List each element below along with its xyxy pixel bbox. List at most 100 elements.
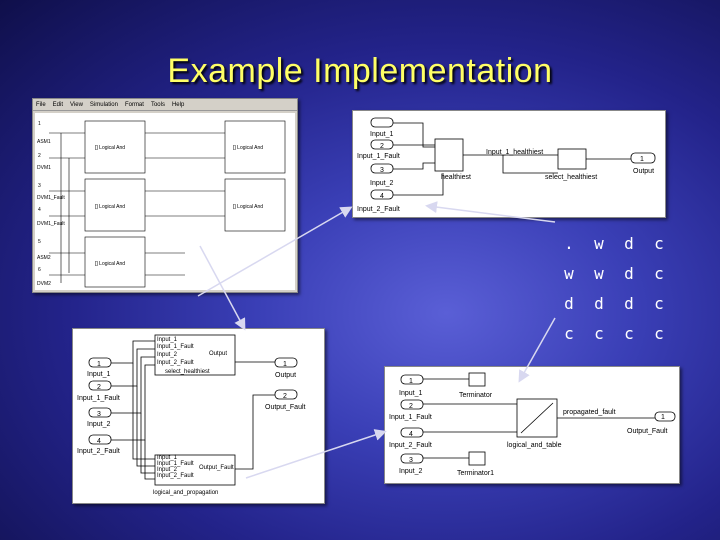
arrow-to-select-healthiest bbox=[197, 206, 353, 297]
table-cell: d bbox=[624, 293, 634, 313]
inport-label: Input_1_Fault bbox=[389, 414, 432, 421]
logical-and-block[interactable] bbox=[84, 178, 146, 232]
inport-block[interactable] bbox=[88, 407, 112, 418]
block-label: [] Logical And bbox=[233, 145, 263, 151]
port-label: DVM2 bbox=[37, 281, 51, 287]
subsystem-output-label: Output bbox=[209, 351, 227, 357]
port-label: DVM1_Fault bbox=[37, 221, 65, 227]
menu-file[interactable]: File bbox=[36, 101, 46, 108]
table-cell: . bbox=[564, 233, 574, 253]
outport-label: Output_Fault bbox=[265, 404, 306, 411]
table-cell: c bbox=[654, 323, 664, 343]
menu-bar: File Edit View Simulation Format Tools H… bbox=[33, 99, 297, 111]
slide-title: Example Implementation bbox=[167, 52, 553, 90]
inport-block[interactable] bbox=[88, 434, 112, 445]
terminator-block[interactable] bbox=[468, 451, 486, 466]
inport-number: 3 bbox=[409, 457, 413, 464]
menu-simulation[interactable]: Simulation bbox=[89, 101, 118, 108]
table-cell: c bbox=[624, 323, 634, 343]
inport-block[interactable] bbox=[370, 189, 394, 200]
port-label: ASM2 bbox=[37, 255, 51, 261]
menu-format[interactable]: Format bbox=[124, 101, 144, 108]
inport-number: 4 bbox=[380, 193, 384, 200]
outport-block[interactable] bbox=[274, 389, 298, 400]
inport-block[interactable] bbox=[370, 117, 394, 128]
outport-label: Output_Fault bbox=[627, 428, 668, 435]
outport-block[interactable] bbox=[654, 411, 676, 422]
menu-help[interactable]: Help bbox=[171, 101, 185, 108]
outport-block[interactable] bbox=[630, 152, 656, 164]
outport-label: Output bbox=[633, 168, 654, 175]
subsystem-svg: Input_1 Input_1_Fault Input_2 Input_2_Fa… bbox=[77, 334, 306, 496]
table-cell: c bbox=[654, 263, 664, 283]
block-label: [] Logical And bbox=[233, 204, 263, 210]
inport-number: 4 bbox=[97, 438, 101, 445]
inport-label: Input_2 bbox=[87, 421, 110, 428]
model-canvas[interactable]: 1 ASM1 2 DVM1 3 DVM1_Fault 4 DVM1_Fault … bbox=[35, 113, 295, 290]
inport-number: 4 bbox=[409, 431, 413, 438]
block-label: Terminator bbox=[459, 392, 493, 399]
outport-label: Output bbox=[275, 372, 296, 379]
block-label: logical_and_table bbox=[507, 442, 562, 449]
table-cell: d bbox=[624, 263, 634, 283]
inport-block[interactable] bbox=[88, 380, 112, 391]
port-label: ASM1 bbox=[37, 139, 51, 145]
outport-block[interactable] bbox=[274, 357, 298, 368]
inport-number: 2 bbox=[97, 384, 101, 391]
subsystem-port-label: Input_1_Fault bbox=[157, 344, 194, 350]
select-healthiest-subsystem[interactable] bbox=[154, 334, 236, 376]
inport-block[interactable] bbox=[370, 139, 394, 150]
inport-label: Input_2_Fault bbox=[77, 448, 120, 455]
menu-tools[interactable]: Tools bbox=[150, 101, 165, 108]
inport-block[interactable] bbox=[88, 357, 112, 368]
model-diagram: 1 ASM1 2 DVM1 3 DVM1_Fault 4 DVM1_Fault … bbox=[37, 120, 286, 288]
block-label: [] Logical And bbox=[95, 261, 125, 267]
arrow-to-subsystem bbox=[199, 245, 246, 331]
inport-label: Input_1 bbox=[370, 131, 393, 138]
outport-number: 2 bbox=[283, 393, 287, 400]
subsystem-port-label: Input_2_Fault bbox=[157, 360, 194, 366]
table-cell: d bbox=[564, 293, 574, 313]
inport-block[interactable] bbox=[400, 374, 424, 385]
logic-lookup-table: . w d c w w d c d d d c c c c c bbox=[554, 228, 674, 348]
logical-and-block[interactable] bbox=[84, 120, 146, 174]
subsystem-port-label: Input_1_Fault bbox=[157, 461, 194, 467]
inport-block[interactable] bbox=[400, 453, 424, 464]
inport-number: 3 bbox=[97, 411, 101, 418]
terminator-block[interactable] bbox=[468, 372, 486, 387]
logical-and-block[interactable] bbox=[224, 178, 286, 232]
inport-block[interactable] bbox=[400, 427, 424, 438]
inport-block[interactable] bbox=[370, 163, 394, 174]
logical-and-block[interactable] bbox=[84, 236, 146, 288]
propagation-svg: 1 Input_1 2 Input_1_Fault 4 Input_2_Faul… bbox=[389, 372, 676, 477]
table-cell: w bbox=[564, 263, 574, 283]
simulink-model-window: File Edit View Simulation Format Tools H… bbox=[32, 98, 298, 293]
inport-label: Input_2_Fault bbox=[357, 206, 400, 213]
select-healthiest-svg: Input_1 2 Input_1_Fault 3 Input_2 4 Inpu… bbox=[357, 117, 656, 213]
signal-label: Input_1_healthiest bbox=[486, 149, 543, 156]
inport-number: 2 bbox=[380, 143, 384, 150]
port-number: 1 bbox=[38, 121, 41, 127]
port-label: DVM1_Fault bbox=[37, 195, 65, 201]
subsystem-port-label: Input_2_Fault bbox=[157, 473, 194, 479]
port-number: 4 bbox=[38, 207, 41, 213]
inport-label: Input_1_Fault bbox=[77, 395, 120, 402]
inport-number: 1 bbox=[409, 378, 413, 385]
table-cell: c bbox=[564, 323, 574, 343]
inport-block[interactable] bbox=[400, 399, 424, 410]
logical-and-block[interactable] bbox=[224, 120, 286, 174]
table-cell: d bbox=[624, 233, 634, 253]
subsystem-port-label: Input_1 bbox=[157, 455, 178, 461]
subsystem-port-label: Input_1 bbox=[157, 337, 178, 343]
block-label: [] Logical And bbox=[95, 145, 125, 151]
subsystem-output-label: Output_Fault bbox=[199, 465, 234, 471]
table-cell: c bbox=[654, 293, 664, 313]
menu-view[interactable]: View bbox=[70, 101, 83, 108]
logical-and-propagation-subsystem[interactable] bbox=[154, 454, 236, 486]
subsystem-port-label: Input_2 bbox=[157, 467, 178, 473]
inport-label: Input_1 bbox=[399, 390, 422, 397]
menu-edit[interactable]: Edit bbox=[52, 101, 64, 108]
port-number: 3 bbox=[38, 183, 41, 189]
inport-label: Input_2 bbox=[399, 468, 422, 475]
select-healthiest-diagram: Input_1 2 Input_1_Fault 3 Input_2 4 Inpu… bbox=[352, 110, 666, 218]
